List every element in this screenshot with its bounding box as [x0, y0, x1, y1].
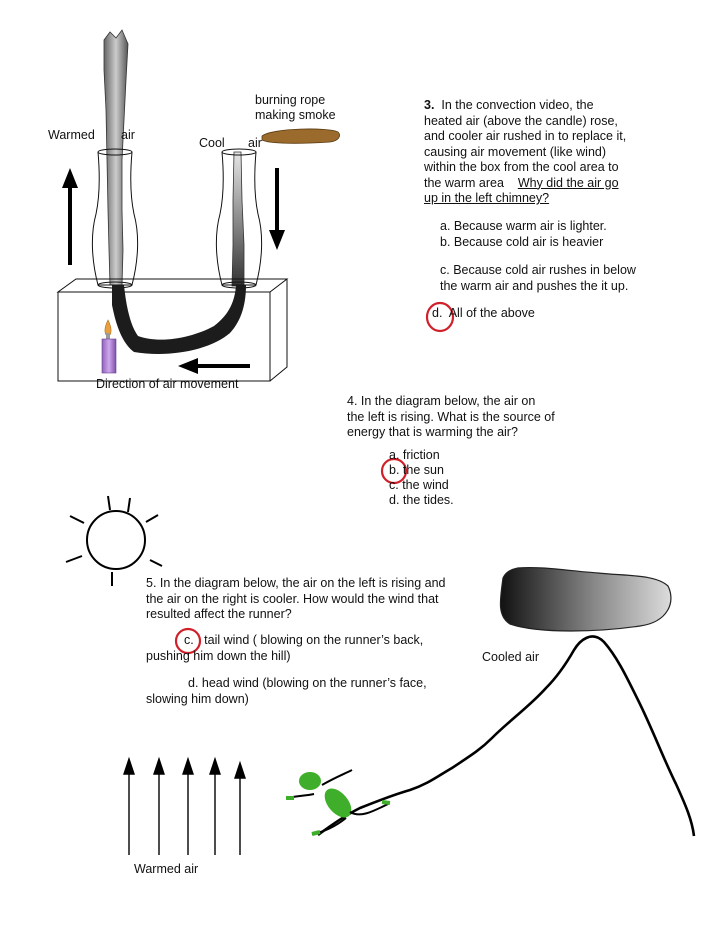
q5-line-2: the air on the right is cooler. How woul… — [146, 591, 439, 606]
runner-figure — [286, 769, 391, 836]
convection-box-diagram — [56, 29, 340, 382]
candle-body — [101, 338, 117, 374]
label-warmed-air: air — [121, 128, 135, 142]
q3-options-ab: a. Because warm air is lighter. b. Becau… — [440, 219, 607, 250]
q3-option-c-line2: the warm air and pushes the it up. — [440, 278, 629, 293]
q5-option-d: d. head wind (blowing on the runner’s fa… — [188, 676, 427, 690]
q4-line-1: 4. In the diagram below, the air on — [347, 394, 536, 408]
q5-option-c-text: tail wind ( blowing on the runner’s back… — [204, 633, 424, 647]
left-arrow-bottom — [178, 358, 250, 374]
q4-option-b: b. the sun — [389, 463, 444, 477]
label-rope-line1: burning rope — [255, 93, 326, 107]
sun-icon — [65, 495, 163, 586]
cooled-air-cloud — [499, 566, 672, 632]
q5-option-c-cont: pushing him down the hill) — [146, 649, 291, 663]
burning-rope — [261, 128, 340, 144]
q3-option-b: b. Because cold air is heavier — [440, 234, 604, 249]
label-cooled-air: Cooled air — [482, 650, 539, 664]
label-cool-air: air — [248, 136, 262, 150]
label-direction: Direction of air movement — [96, 377, 239, 391]
q3-line-4: causing air movement (like wind) — [424, 144, 607, 159]
q3-question: Why did the air go — [517, 175, 619, 190]
q3-option-d: d. All of the above — [432, 306, 535, 321]
q3-option-a: a. Because warm air is lighter. — [440, 219, 607, 233]
down-arrow-right — [269, 168, 285, 250]
q4-option-d: d. the tides. — [389, 493, 454, 507]
q3-line-3: and cooler air rushed in to replace it, — [424, 129, 627, 143]
runner-body — [324, 788, 352, 818]
q4-option-a: a. friction — [389, 448, 440, 462]
q3-line-5: within the box from the cool area to — [424, 160, 619, 174]
answer-circles — [174, 301, 455, 655]
smoke-path-in-box — [112, 285, 246, 354]
q3-option-d-text: All of the above — [448, 306, 535, 320]
up-arrow-left — [62, 168, 78, 265]
answer-circle-q3 — [425, 301, 455, 333]
q3-question-cont: up in the left chimney? — [424, 191, 550, 205]
q4-line-3: energy that is warming the air? — [347, 425, 518, 439]
q5-line-1: 5. In the diagram below, the air on the … — [146, 576, 446, 590]
box-outline — [56, 278, 289, 382]
q3-option-d-letter: d. — [432, 306, 443, 320]
candle — [101, 319, 117, 374]
q4-option-c: c. the wind — [389, 478, 449, 492]
label-warmed: Warmed — [48, 128, 95, 142]
q3-line-2: heated air (above the candle) rose, — [424, 113, 618, 128]
q5-option-c-letter: c. — [184, 633, 194, 647]
q4-options: a. friction b. the sun c. the wind d. th… — [389, 448, 454, 508]
answer-circle-q4 — [380, 457, 408, 485]
hill-line — [317, 635, 696, 837]
q3-line-6: the warm area — [424, 175, 504, 190]
q3-option-c: c. Because cold air rushes in below the … — [440, 263, 636, 294]
q3-option-c-line1: c. Because cold air rushes in below — [440, 263, 636, 277]
label-warmed-air-bottom: Warmed air — [134, 862, 199, 876]
question-4: 4. In the diagram below, the air on the … — [347, 394, 555, 441]
label-rope-line2: making smoke — [255, 108, 336, 122]
q3-line-1: In the convection video, the — [441, 98, 594, 112]
runner-arms-legs — [287, 769, 389, 835]
q5-line-3: resulted affect the runner? — [146, 607, 292, 621]
q5-option-d-cont: slowing him down) — [146, 692, 249, 706]
descending-smoke-right — [231, 151, 245, 287]
runner-head — [299, 772, 321, 790]
rising-smoke-left — [103, 29, 129, 286]
question-3: 3. In the convection video, the heated a… — [424, 98, 626, 207]
label-cool: Cool — [199, 136, 225, 150]
q5-option-c: c. tail wind ( blowing on the runner’s b… — [184, 633, 423, 648]
question-5: 5. In the diagram below, the air on the … — [146, 576, 445, 623]
q3-number: 3. — [424, 98, 435, 112]
q4-line-2: the left is rising. What is the source o… — [347, 409, 555, 424]
answer-circle-q5 — [174, 627, 202, 655]
warmed-air-arrows — [123, 756, 246, 855]
